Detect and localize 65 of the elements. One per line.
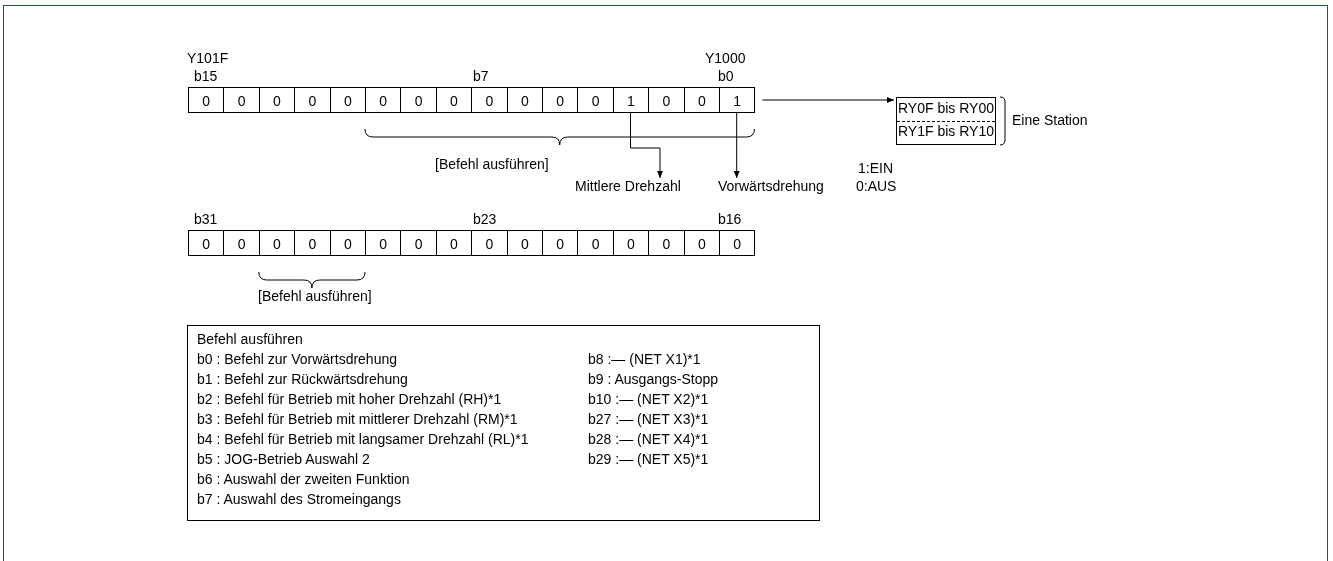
note-line: b27 :— (NET X3)*1	[588, 411, 709, 427]
note-line: b5 : JOG-Betrieb Auswahl 2	[197, 451, 370, 467]
bit-cell: 0	[400, 87, 437, 113]
arrow	[630, 112, 663, 179]
bit-number: b23	[473, 211, 497, 227]
station-label: Eine Station	[1012, 112, 1088, 128]
state-label: 1:EIN	[858, 160, 893, 176]
note-line: b8 :— (NET X1)*1	[588, 351, 701, 367]
device-range-text: RY1F bis RY10	[897, 123, 995, 139]
address-label: Y101F	[187, 50, 229, 66]
note-line: b3 : Befehl für Betrieb mit mittlerer Drehzahl (RM)*1	[197, 411, 518, 427]
note-line: b2 : Befehl für Betrieb mit hoher Drehzahl (RH)*1	[197, 391, 502, 407]
bit-cell: 0	[542, 87, 579, 113]
bit-number: b15	[194, 68, 218, 84]
bit-cell: 0	[188, 87, 225, 113]
bit-cell: 0	[506, 230, 543, 256]
bit-register	[188, 87, 755, 113]
bit-cell: 0	[471, 230, 508, 256]
note-box	[187, 325, 820, 521]
arrow	[733, 112, 740, 179]
bit-number: b31	[194, 211, 218, 227]
device-box	[896, 97, 996, 145]
device-range-text: RY0F bis RY00	[897, 100, 995, 116]
bit-cell: 0	[223, 230, 260, 256]
group-label: [Befehl ausführen]	[258, 288, 372, 304]
bit-cell: 0	[506, 87, 543, 113]
note-line: b29 :— (NET X5)*1	[588, 451, 709, 467]
arrow	[761, 97, 895, 103]
bit-cell: 0	[365, 230, 402, 256]
bit-cell: 0	[223, 87, 260, 113]
bit-number: b16	[718, 211, 742, 227]
address-label: Y1000	[705, 50, 746, 66]
bit-cell: 0	[683, 230, 720, 256]
note-line: b28 :— (NET X4)*1	[588, 431, 709, 447]
bit-cell: 0	[188, 230, 225, 256]
state-label: 0:AUS	[856, 178, 897, 194]
bit-cell: 0	[683, 87, 720, 113]
bit-register	[188, 230, 755, 256]
bit-cell: 0	[400, 230, 437, 256]
note-line: b4 : Befehl für Betrieb mit langsamer Drehzahl (RL)*1	[197, 431, 529, 447]
bit-cell: 0	[365, 87, 402, 113]
bit-cell: 0	[542, 230, 579, 256]
bit-cell: 0	[471, 87, 508, 113]
bit-cell: 0	[648, 87, 685, 113]
note-line: b9 : Ausgangs-Stopp	[588, 371, 718, 387]
bit-cell: 0	[648, 230, 685, 256]
bit-cell: 0	[719, 230, 756, 256]
bit-number: b7	[473, 68, 489, 84]
bit-cell: 0	[577, 87, 614, 113]
note-line: b1 : Befehl zur Rückwärtsdrehung	[197, 371, 408, 387]
note-line: b7 : Auswahl des Stromeingangs	[197, 491, 401, 507]
bit-cell: 0	[294, 87, 331, 113]
note-line: b0 : Befehl zur Vorwärtsdrehung	[197, 351, 397, 367]
bit-number: b0	[718, 68, 734, 84]
bit-cell: 0	[577, 230, 614, 256]
output-label: Vorwärtsdrehung	[718, 178, 824, 194]
bit-cell: 0	[294, 230, 331, 256]
note-line: b6 : Auswahl der zweiten Funktion	[197, 471, 410, 487]
bit-cell: 1	[719, 87, 756, 113]
group-label: [Befehl ausführen]	[435, 156, 549, 172]
note-line: b10 :— (NET X2)*1	[588, 391, 709, 407]
bit-cell: 0	[329, 230, 366, 256]
note-heading: Befehl ausführen	[197, 331, 303, 347]
bit-cell: 0	[329, 87, 366, 113]
output-label: Mittlere Drehzahl	[575, 178, 681, 194]
